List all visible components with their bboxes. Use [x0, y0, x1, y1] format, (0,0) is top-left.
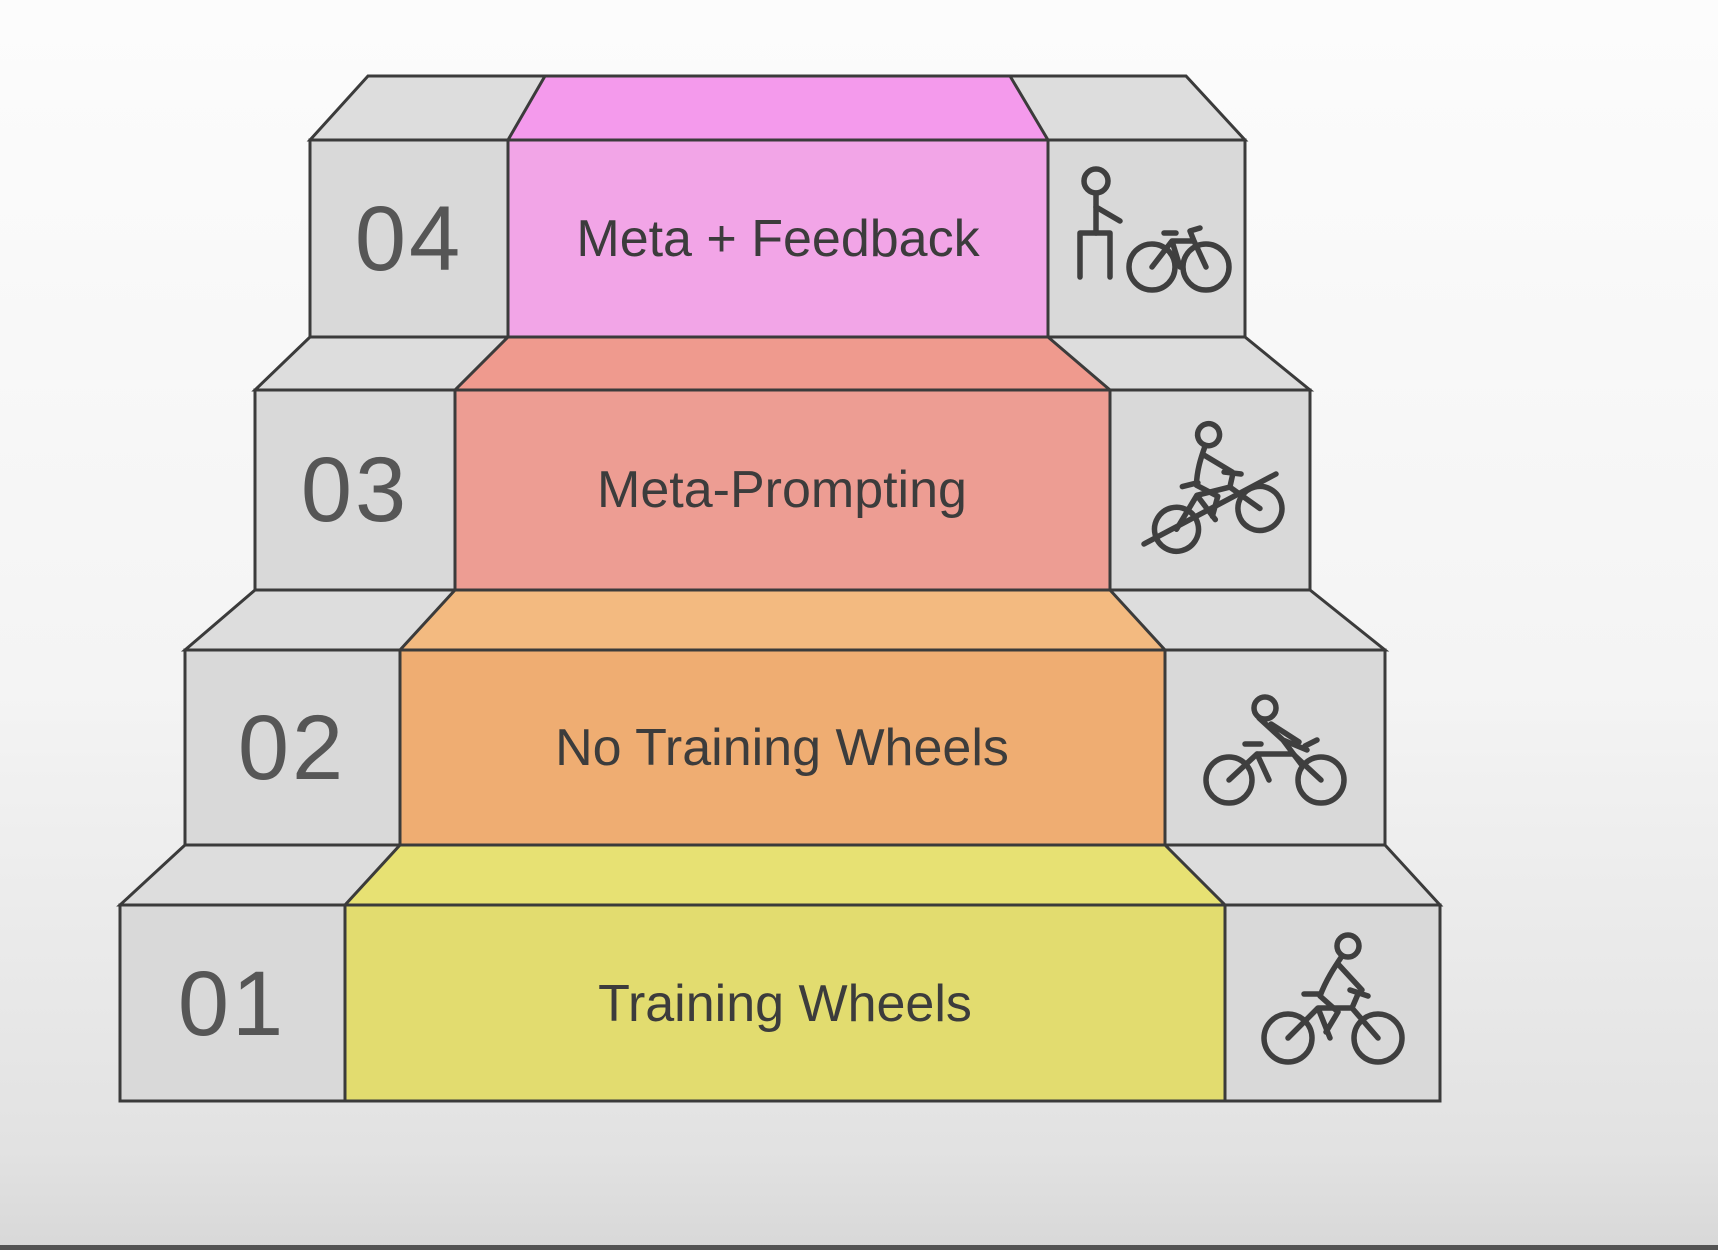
- step-02-number: 02: [238, 697, 346, 799]
- recumbent-cyclist-icon: [1203, 694, 1347, 806]
- step-03-label: Meta-Prompting: [597, 461, 967, 519]
- step-02-top-color-surface: [396, 588, 1169, 652]
- step-01-number: 01: [178, 953, 286, 1055]
- step-04-label: Meta + Feedback: [576, 210, 980, 268]
- step-01-front-color: [343, 903, 1227, 1103]
- step-02-label: No Training Wheels: [555, 719, 1009, 777]
- person-with-bicycle-icon: [1077, 166, 1232, 293]
- step-04: 04 Meta + Feedback: [306, 74, 1249, 339]
- step-03-front-color: [453, 388, 1112, 592]
- step-01-top-color-surface: [341, 843, 1229, 907]
- step-01: 01 Training Wheels: [116, 843, 1444, 1103]
- step-04-top-color-surface: [505, 74, 1051, 142]
- mountain-cyclist-icon: [1141, 420, 1285, 555]
- step-02: 02 No Training Wheels: [180, 588, 1390, 847]
- step-04-number: 04: [355, 188, 463, 290]
- step-01-label: Training Wheels: [598, 975, 972, 1033]
- cyclist-riding-icon: [1261, 932, 1405, 1065]
- step-03-top-color-surface: [451, 335, 1115, 392]
- step-02-front-color: [398, 648, 1167, 847]
- step-03-number: 03: [301, 439, 409, 541]
- step-03: 03 Meta-Prompting: [251, 335, 1315, 592]
- bottom-edge-line: [0, 1245, 1718, 1250]
